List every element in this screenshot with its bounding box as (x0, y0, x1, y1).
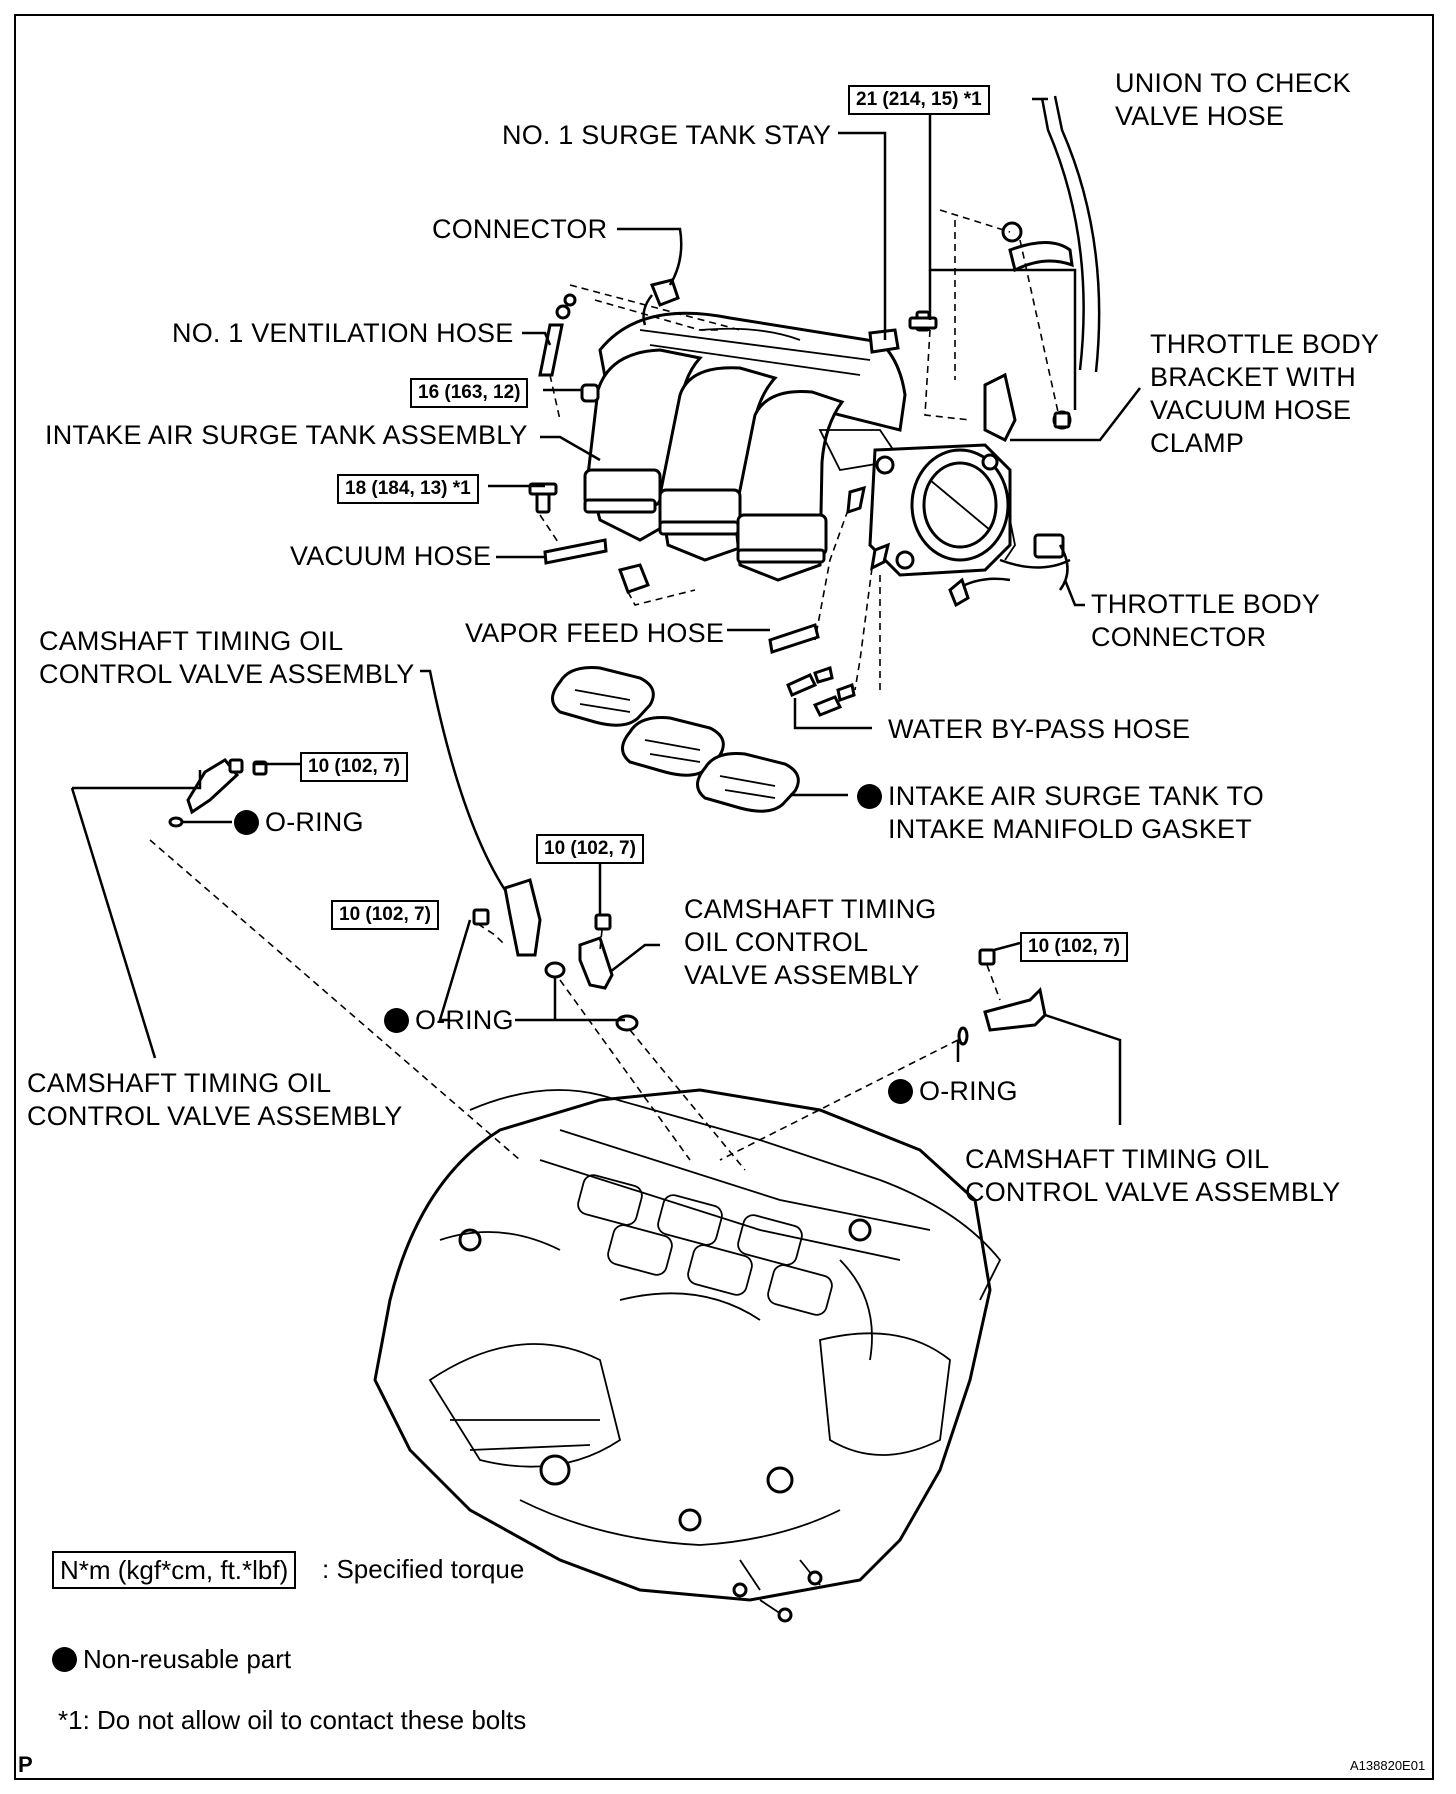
legend-torque-box: N*m (kgf*cm, ft.*lbf) (52, 1551, 297, 1589)
torque-box-10-c: 10 (102, 7) (331, 900, 439, 930)
fasteners (528, 310, 1071, 594)
engine-block-drawing (373, 1088, 1002, 1623)
label-line: CONTROL VALVE ASSEMBLY (27, 1101, 403, 1131)
torque-box-10-b: 10 (102, 7) (536, 834, 644, 864)
label-line: INTAKE MANIFOLD GASKET (888, 814, 1252, 844)
corner-figure-id: A138820E01 (1350, 1758, 1426, 1773)
label-no1-ventilation-hose: NO. 1 VENTILATION HOSE (172, 318, 514, 348)
torque-box-16: 16 (163, 12) (410, 378, 529, 408)
legend-nonreusable: Non-reusable part (52, 1643, 291, 1675)
label-gasket: INTAKE AIR SURGE TANK TO INTAKE MANIFOLD… (857, 780, 1264, 846)
label-text: O-RING (265, 807, 364, 837)
label-ocv-center: CAMSHAFT TIMING OIL CONTROL VALVE ASSEMB… (684, 893, 937, 992)
non-reusable-dot-icon (234, 810, 259, 835)
non-reusable-dot-icon (384, 1008, 409, 1033)
label-line: CAMSHAFT TIMING (684, 894, 937, 924)
label-line: OIL CONTROL (684, 927, 869, 957)
gasket-line-1: INTAKE AIR SURGE TANK TO (857, 780, 1264, 813)
label-ocv-upper-left: CAMSHAFT TIMING OIL CONTROL VALVE ASSEMB… (39, 625, 415, 691)
label-line: VACUUM HOSE (1150, 395, 1352, 425)
small-hoses (543, 538, 856, 717)
throttle-body-drawing (868, 443, 1071, 608)
non-reusable-dot-icon (888, 1079, 913, 1104)
label-line: BRACKET WITH (1150, 362, 1356, 392)
label-text: O-RING (919, 1076, 1018, 1106)
label-line: VALVE ASSEMBLY (684, 960, 920, 990)
label-line: CONTROL VALVE ASSEMBLY (965, 1177, 1341, 1207)
label-line: VALVE HOSE (1115, 101, 1285, 131)
gaskets (551, 666, 800, 813)
legend-note: *1: Do not allow oil to contact these bo… (58, 1705, 527, 1735)
label-vacuum-hose: VACUUM HOSE (290, 541, 492, 571)
torque-box-18: 18 (184, 13) *1 (337, 474, 479, 504)
torque-box-10-d: 10 (102, 7) (1020, 932, 1128, 962)
label-o-ring-center: O-RING (384, 1004, 514, 1037)
diagram-frame (14, 14, 1434, 1780)
label-line: CAMSHAFT TIMING OIL (39, 626, 344, 656)
label-throttle-body-bracket: THROTTLE BODY BRACKET WITH VACUUM HOSE C… (1150, 328, 1379, 460)
connector-and-vent-hose (538, 278, 680, 403)
legend-torque-text: : Specified torque (322, 1554, 525, 1584)
label-intake-air-surge-tank-assembly: INTAKE AIR SURGE TANK ASSEMBLY (45, 420, 528, 450)
legend-text: Non-reusable part (83, 1644, 292, 1674)
label-o-ring-right: O-RING (888, 1075, 1018, 1108)
assembly-lines (149, 209, 1059, 1171)
label-line: CAMSHAFT TIMING OIL (965, 1144, 1270, 1174)
torque-box-21: 21 (214, 15) *1 (848, 85, 990, 115)
label-connector: CONNECTOR (432, 214, 608, 244)
label-ocv-right: CAMSHAFT TIMING OIL CONTROL VALVE ASSEMB… (965, 1143, 1341, 1209)
oil-control-valves (168, 758, 1047, 1046)
label-no1-surge-tank-stay: NO. 1 SURGE TANK STAY (502, 120, 832, 150)
corner-page-mark: P (18, 1752, 33, 1777)
label-line: UNION TO CHECK (1115, 68, 1351, 98)
label-text: O-RING (415, 1005, 514, 1035)
non-reusable-dot-icon (52, 1647, 77, 1672)
leader-lines (70, 97, 1141, 1125)
label-ocv-lower-left: CAMSHAFT TIMING OIL CONTROL VALVE ASSEMB… (27, 1067, 403, 1133)
label-line: THROTTLE BODY (1091, 589, 1321, 619)
label-o-ring-upper-left: O-RING (234, 806, 364, 839)
label-line: INTAKE AIR SURGE TANK TO (888, 781, 1264, 811)
label-line: THROTTLE BODY (1150, 329, 1380, 359)
label-line: CONTROL VALVE ASSEMBLY (39, 659, 415, 689)
non-reusable-dot-icon (857, 784, 882, 809)
label-line: CLAMP (1150, 428, 1245, 458)
label-line: CAMSHAFT TIMING OIL (27, 1068, 332, 1098)
torque-box-10-a: 10 (102, 7) (300, 752, 408, 782)
label-line: CONNECTOR (1091, 622, 1267, 652)
label-water-bypass-hose: WATER BY-PASS HOSE (888, 714, 1191, 744)
label-vapor-feed-hose: VAPOR FEED HOSE (465, 618, 725, 648)
label-throttle-body-connector: THROTTLE BODY CONNECTOR (1091, 588, 1320, 654)
intake-surge-tank-drawing (583, 311, 907, 582)
label-union-to-check-valve-hose: UNION TO CHECK VALVE HOSE (1115, 67, 1351, 133)
